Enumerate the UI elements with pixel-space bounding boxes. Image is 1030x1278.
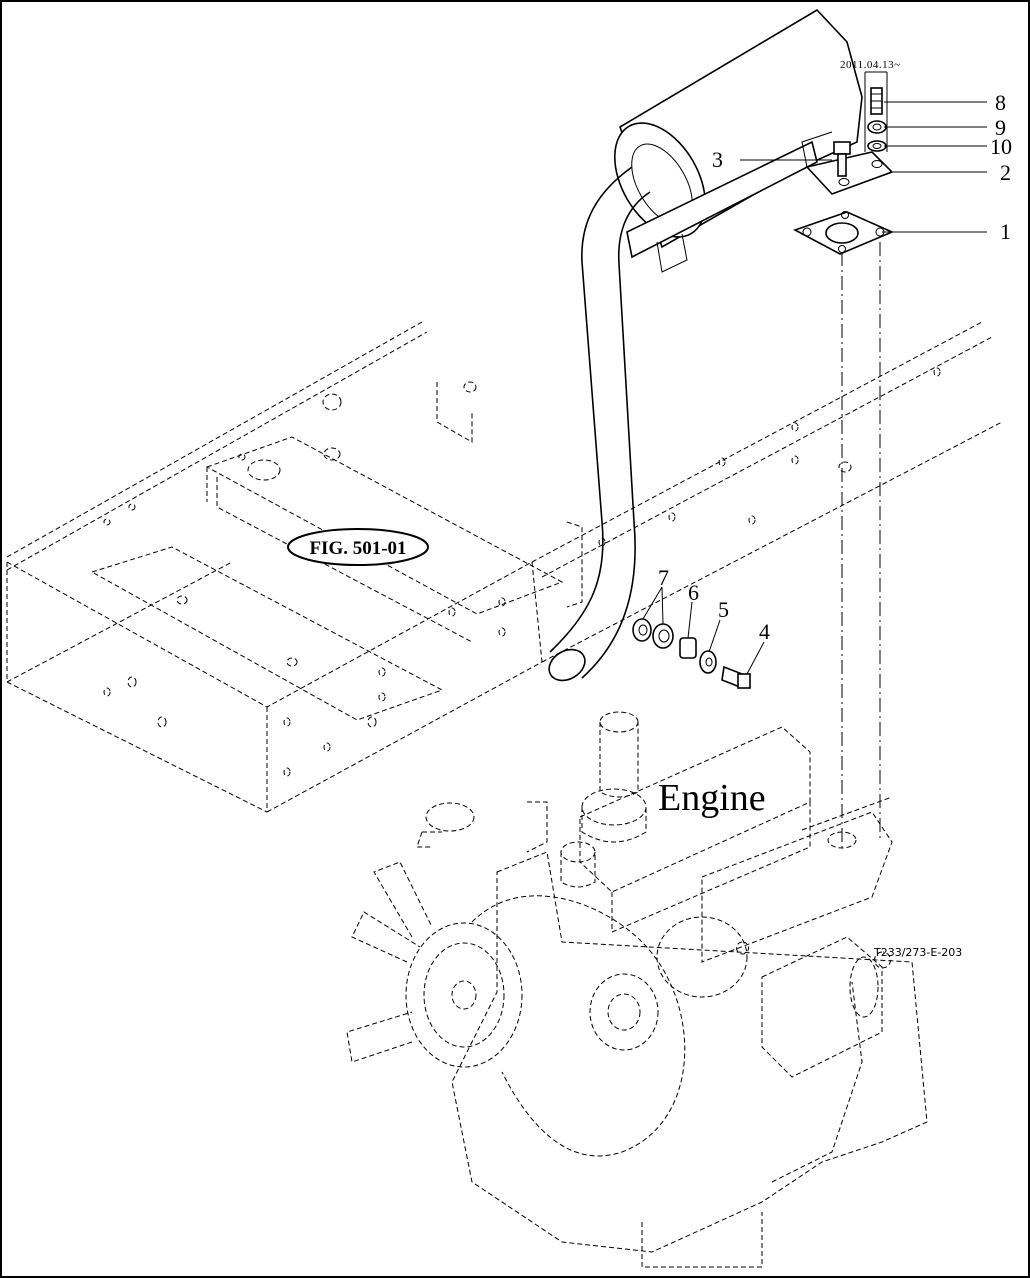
figure-ref: FIG. 501-01	[309, 538, 406, 559]
tail-pipe	[548, 166, 651, 682]
date-note: 2011.04.13~	[840, 59, 901, 71]
callout-7: 7	[658, 565, 669, 590]
engine-label: Engine	[658, 777, 766, 819]
alignment-lines	[841, 242, 881, 852]
drawing-code: T233/273-E-203	[873, 946, 962, 959]
callout-4: 4	[759, 619, 770, 644]
callout-5: 5	[718, 597, 729, 622]
engine-outline	[346, 711, 928, 1268]
muffler-assembly	[613, 8, 895, 273]
callout-6: 6	[688, 580, 699, 605]
mount-hardware	[632, 618, 751, 689]
callout-1: 1	[1000, 219, 1011, 244]
callout-9: 9	[995, 115, 1006, 140]
leader-lines	[642, 101, 987, 675]
callout-2: 2	[1000, 160, 1011, 185]
figure-ref-badge: FIG. 501-01	[287, 528, 429, 566]
callout-3: 3	[712, 147, 723, 172]
callout-10: 10	[990, 134, 1012, 159]
callout-8: 8	[995, 90, 1006, 115]
chassis-frame	[6, 321, 1003, 813]
